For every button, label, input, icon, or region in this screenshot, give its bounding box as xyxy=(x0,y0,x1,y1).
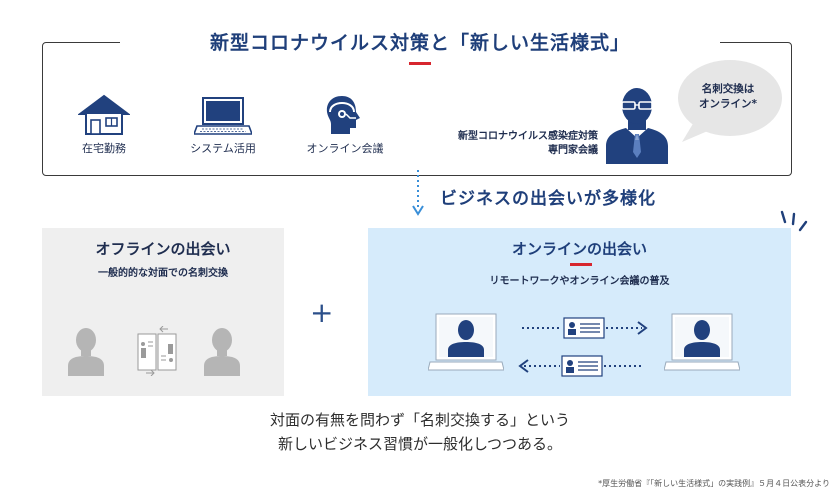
expert-council-label: 新型コロナウイルス感染症対策 専門家会議 xyxy=(436,130,598,158)
top-title-wrap: 新型コロナウイルス対策と「新しい生活様式」 xyxy=(120,28,720,58)
top-title: 新型コロナウイルス対策と「新しい生活様式」 xyxy=(209,32,630,54)
source-footnote: *厚生労働省『「新しい生活様式」の実践例』５月４日公表分より xyxy=(598,479,830,488)
online-red-accent xyxy=(570,263,592,266)
person-left-icon xyxy=(68,328,104,376)
item-label-online-meeting: オンライン会議 xyxy=(306,142,384,155)
house-icon xyxy=(78,94,130,135)
item-label-system: システム活用 xyxy=(190,142,256,155)
card-send-right-arrow xyxy=(522,317,648,339)
top-red-accent xyxy=(409,62,431,65)
conclusion-line1: 対面の有無を問わず「名刺交換する」という xyxy=(269,411,570,429)
laptop-icon xyxy=(194,97,252,135)
expert-label-line1: 新型コロナウイルス感染症対策 xyxy=(458,131,598,142)
laptop-person-right-icon xyxy=(664,313,740,371)
offline-title: オフラインの出会い xyxy=(95,240,231,258)
expert-label-line2: 専門家会議 xyxy=(548,145,598,156)
bubble-line1: 名刺交換は xyxy=(701,83,755,95)
speech-bubble xyxy=(678,60,782,142)
person-right-icon xyxy=(204,328,240,376)
offline-subtitle: 一般的的な対面での名刺交換 xyxy=(98,268,228,279)
down-arrow-icon xyxy=(412,170,424,216)
plus-sign: + xyxy=(310,296,334,329)
diversification-heading: ビジネスの出会いが多様化 xyxy=(440,189,656,209)
online-subtitle: リモートワークやオンライン会議の普及 xyxy=(489,276,670,287)
item-label-telework: 在宅勤務 xyxy=(82,142,126,155)
headset-icon xyxy=(326,96,360,134)
online-title: オンラインの出会い xyxy=(511,240,647,258)
laptop-person-left-icon xyxy=(428,313,504,371)
conclusion-line2: 新しいビジネス習慣が一般化しつつある。 xyxy=(277,435,563,453)
spark-lines-icon xyxy=(780,210,808,232)
bubble-text: 名刺交換は オンライン* xyxy=(680,82,776,112)
card-exchange-icon xyxy=(137,326,177,376)
bubble-line2: オンライン* xyxy=(699,98,757,110)
conclusion-text: 対面の有無を問わず「名刺交換する」という 新しいビジネス習慣が一般化しつつある。 xyxy=(60,408,780,456)
card-send-left-arrow xyxy=(518,355,644,377)
expert-person-icon xyxy=(606,88,668,164)
